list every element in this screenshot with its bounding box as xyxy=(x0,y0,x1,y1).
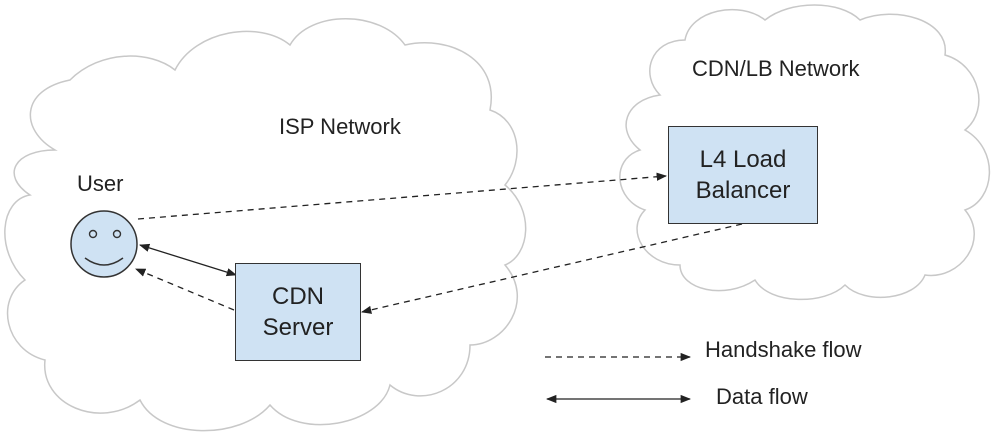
legend-handshake-label: Handshake flow xyxy=(705,337,862,362)
l4-load-balancer-box: L4 Load Balancer xyxy=(668,126,818,224)
cdn-label-line1: CDN xyxy=(272,283,324,310)
legend-data-label: Data flow xyxy=(716,384,808,409)
cdn-lb-network-label: CDN/LB Network xyxy=(692,56,860,81)
user-smiley-icon xyxy=(70,210,138,278)
isp-network-label: ISP Network xyxy=(279,114,401,139)
lb-label-line1: L4 Load xyxy=(699,146,787,173)
cdn-server-box: CDN Server xyxy=(235,263,361,361)
lb-label-line2: Balancer xyxy=(695,177,791,204)
cdn-label-line2: Server xyxy=(262,314,334,341)
handshake-user-to-lb xyxy=(137,172,668,220)
data-flow-user-cdn xyxy=(139,243,237,277)
handshake-cdn-to-user xyxy=(135,268,235,311)
user-label: User xyxy=(77,171,124,196)
isp-network-cloud xyxy=(4,18,527,432)
